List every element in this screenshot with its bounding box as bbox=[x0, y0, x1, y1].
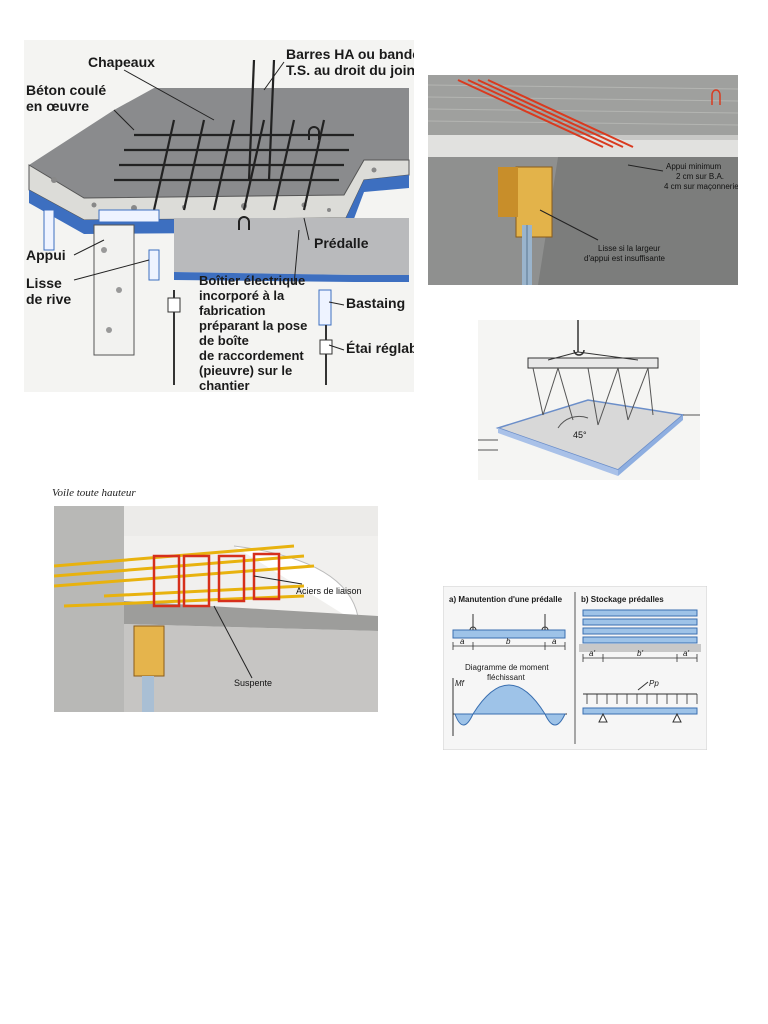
figure-appui-detail: Appui minimum 2 cm sur B.A. 4 cm sur maç… bbox=[428, 75, 738, 285]
label-bastaing: Bastaing bbox=[346, 295, 405, 311]
caption-voile: Voile toute hauteur bbox=[52, 487, 136, 499]
label-beton-2: en œuvre bbox=[26, 98, 89, 114]
label-appui-min-1: Appui minimum bbox=[666, 162, 721, 171]
label-a1: a bbox=[460, 637, 465, 646]
figure-levage-predalle: 45° bbox=[478, 320, 700, 480]
label-boitier-6: de raccordement bbox=[199, 348, 304, 363]
label-appui-min-3: 4 cm sur maçonnerie bbox=[664, 182, 738, 191]
figure-manutention-stockage: a) Manutention d'une prédalle b) Stockag… bbox=[443, 586, 707, 750]
figure-voile-toute-hauteur: Aciers de liaison Suspente bbox=[54, 506, 378, 712]
label-lisse-1: Lisse bbox=[26, 275, 62, 291]
label-barres-1: Barres HA ou bande bbox=[286, 46, 414, 62]
label-ap1: a' bbox=[589, 649, 595, 658]
label-appui: Appui bbox=[26, 247, 66, 263]
label-aciers-liaison: Aciers de liaison bbox=[296, 586, 362, 596]
label-boitier-8: chantier bbox=[199, 378, 250, 392]
label-pp: Pp bbox=[649, 679, 659, 688]
label-boitier-5: de boîte bbox=[199, 333, 249, 348]
label-chapeaux: Chapeaux bbox=[88, 54, 155, 70]
label-boitier-4: préparant la pose bbox=[199, 318, 307, 333]
label-title-a: a) Manutention d'une prédalle bbox=[449, 595, 563, 604]
label-diagramme-1: Diagramme de moment bbox=[465, 663, 549, 672]
label-lisse-largeur-2: d'appui est insuffisante bbox=[584, 254, 666, 263]
label-boitier-2: incorporé à la bbox=[199, 288, 285, 303]
label-boitier-7: (pieuvre) sur le bbox=[199, 363, 292, 378]
label-boitier-1: Boîtier électrique bbox=[199, 273, 305, 288]
label-ap2: a' bbox=[683, 649, 689, 658]
label-beton-1: Béton coulé bbox=[26, 82, 106, 98]
label-bp: b' bbox=[637, 649, 643, 658]
label-barres-2: T.S. au droit du joint bbox=[286, 62, 414, 78]
label-mf: Mf bbox=[455, 679, 465, 688]
label-predalle: Prédalle bbox=[314, 235, 369, 251]
label-appui-min-2: 2 cm sur B.A. bbox=[676, 172, 724, 181]
label-angle: 45° bbox=[573, 430, 587, 440]
figure-predalle-assembly: Chapeaux Barres HA ou bande T.S. au droi… bbox=[24, 40, 414, 392]
label-boitier-3: fabrication bbox=[199, 303, 266, 318]
label-suspente: Suspente bbox=[234, 678, 272, 688]
label-a2: a bbox=[552, 637, 557, 646]
label-etai: Étai réglable bbox=[346, 340, 414, 356]
label-title-b: b) Stockage prédalles bbox=[581, 595, 664, 604]
label-lisse-largeur-1: Lisse si la largeur bbox=[598, 244, 661, 253]
label-b1: b bbox=[506, 637, 511, 646]
label-lisse-2: de rive bbox=[26, 291, 71, 307]
label-diagramme-2: fléchissant bbox=[487, 673, 526, 682]
